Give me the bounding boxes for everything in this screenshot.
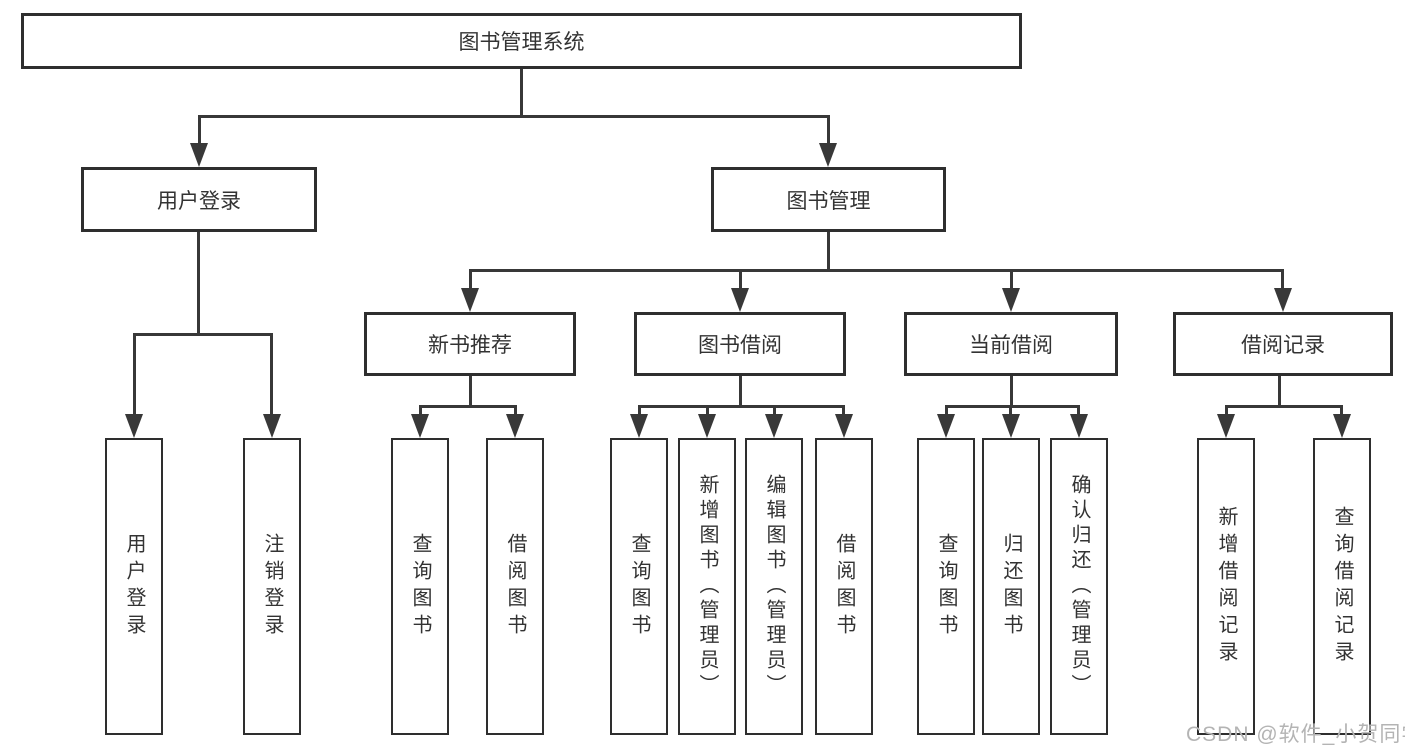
- arrow-down-icon: [1274, 288, 1292, 312]
- leaf-borrow-books: 借阅图书: [815, 438, 873, 735]
- node-root: 图书管理系统: [21, 13, 1022, 69]
- leaf-edit-books-admin: 编辑图书（管理员）: [745, 438, 803, 735]
- leaf-query-books: 查询图书: [391, 438, 449, 735]
- connector-line: [1010, 376, 1013, 407]
- connector-line: [469, 376, 472, 407]
- arrow-down-icon: [263, 414, 281, 438]
- connector-line: [706, 405, 709, 417]
- connector-line: [133, 333, 136, 418]
- leaf-confirm-return-admin: 确认归还（管理员）: [1050, 438, 1108, 735]
- connector-line: [469, 269, 472, 297]
- csdn-watermark: CSDN @软件_小贺同学: [1186, 723, 1405, 746]
- connector-line: [198, 115, 830, 118]
- leaf-user-login: 用户登录: [105, 438, 163, 735]
- connector-line: [739, 376, 742, 407]
- arrow-down-icon: [1333, 414, 1351, 438]
- node-user-login: 用户登录: [81, 167, 317, 232]
- node-book-management: 图书管理: [711, 167, 946, 232]
- connector-line: [1340, 405, 1343, 417]
- arrow-down-icon: [125, 414, 143, 438]
- connector-line: [514, 405, 517, 417]
- arrow-down-icon: [819, 143, 837, 167]
- connector-line: [842, 405, 845, 417]
- connector-line: [198, 115, 201, 147]
- leaf-query-books: 查询图书: [917, 438, 975, 735]
- connector-line: [1281, 269, 1284, 297]
- leaf-query-books: 查询图书: [610, 438, 668, 735]
- connector-line: [133, 333, 273, 336]
- arrow-down-icon: [190, 143, 208, 167]
- arrow-down-icon: [835, 414, 853, 438]
- connector-line: [1225, 405, 1228, 417]
- connector-line: [827, 232, 830, 272]
- node-current-borrow: 当前借阅: [904, 312, 1118, 376]
- arrow-down-icon: [506, 414, 524, 438]
- connector-line: [419, 405, 422, 417]
- connector-line: [469, 269, 1284, 272]
- connector-line: [419, 405, 516, 408]
- connector-line: [1010, 269, 1013, 297]
- connector-line: [945, 405, 1080, 408]
- leaf-logout: 注销登录: [243, 438, 301, 735]
- arrow-down-icon: [1070, 414, 1088, 438]
- leaf-add-borrow-record: 新增借阅记录: [1197, 438, 1255, 735]
- arrow-down-icon: [461, 288, 479, 312]
- connector-line: [638, 405, 641, 417]
- connector-line: [197, 232, 200, 335]
- leaf-query-borrow-record: 查询借阅记录: [1313, 438, 1371, 735]
- connector-line: [1077, 405, 1080, 417]
- connector-line: [520, 69, 523, 117]
- arrow-down-icon: [937, 414, 955, 438]
- leaf-add-books-admin: 新增图书（管理员）: [678, 438, 736, 735]
- arrow-down-icon: [411, 414, 429, 438]
- connector-line: [1225, 405, 1343, 408]
- arrow-down-icon: [1217, 414, 1235, 438]
- node-new-book-recommend: 新书推荐: [364, 312, 576, 376]
- connector-line: [739, 269, 742, 297]
- arrow-down-icon: [1002, 414, 1020, 438]
- connector-line: [638, 405, 845, 408]
- leaf-borrow-books: 借阅图书: [486, 438, 544, 735]
- arrow-down-icon: [1002, 288, 1020, 312]
- connector-line: [773, 405, 776, 417]
- node-book-borrow: 图书借阅: [634, 312, 846, 376]
- connector-line: [270, 333, 273, 418]
- connector-line: [1009, 405, 1012, 417]
- leaf-return-books: 归还图书: [982, 438, 1040, 735]
- arrow-down-icon: [731, 288, 749, 312]
- connector-line: [1278, 376, 1281, 407]
- arrow-down-icon: [698, 414, 716, 438]
- arrow-down-icon: [765, 414, 783, 438]
- node-borrow-records: 借阅记录: [1173, 312, 1393, 376]
- arrow-down-icon: [630, 414, 648, 438]
- connector-line: [827, 115, 830, 147]
- connector-line: [945, 405, 948, 417]
